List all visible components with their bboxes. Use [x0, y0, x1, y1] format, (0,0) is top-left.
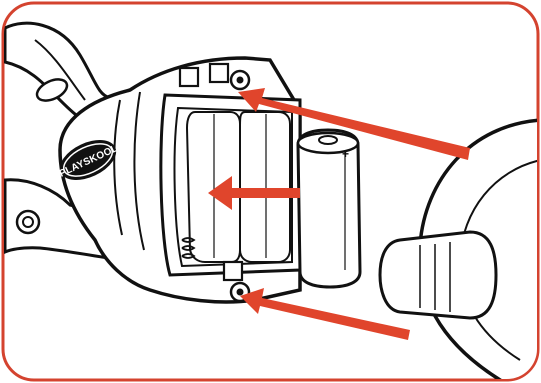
- door-latch-tab: [380, 232, 496, 318]
- battery-slot-right: [240, 112, 290, 262]
- battery-polarity-mark: +: [342, 147, 349, 161]
- battery: +: [298, 130, 360, 287]
